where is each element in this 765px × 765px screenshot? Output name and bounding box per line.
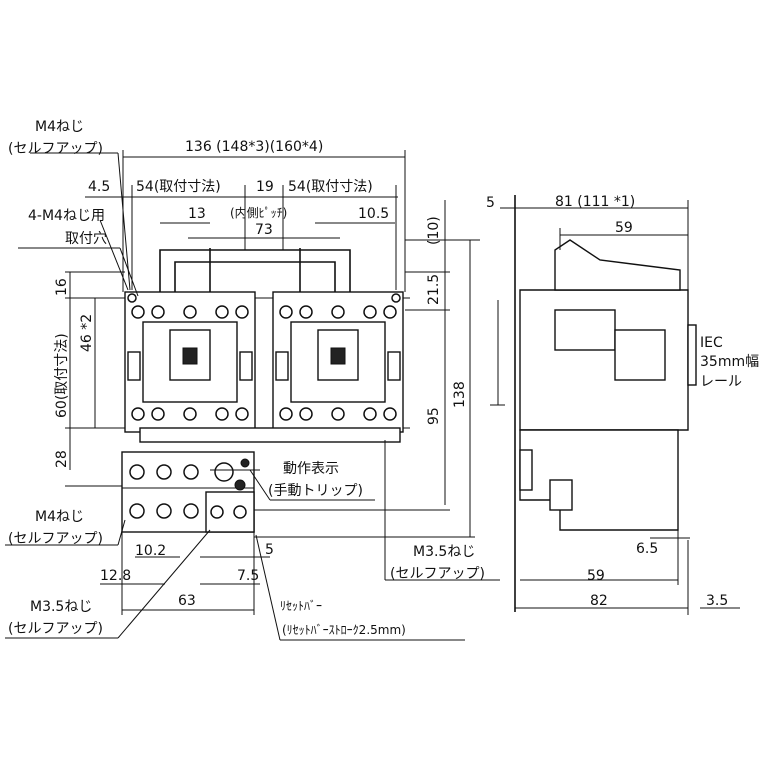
trip-indicator-note: (手動トリップ) [268, 483, 363, 499]
side-dim-5: 5 [486, 195, 495, 211]
m35-screw-left-note: (セルフアップ) [8, 621, 103, 637]
front-view [95, 248, 410, 533]
reset-bar-note: (ﾘｾｯﾄﾊﾞｰｽﾄﾛｰｸ2.5mm) [282, 623, 406, 637]
mount-height: 60(取付寸法) [54, 333, 70, 418]
m4-screw-bottom-label: M4ねじ [35, 509, 84, 525]
mount-pitch-left: 54(取付寸法) [136, 179, 221, 195]
dim-19: 19 [256, 179, 274, 195]
m4-screw-top-label: M4ねじ [35, 119, 84, 135]
m4-screw-top-note: (セルフアップ) [8, 141, 103, 157]
rail-label-3: レール [700, 374, 742, 390]
rail-label-1: IEC [700, 335, 723, 351]
side-dim-59-bottom: 59 [587, 568, 605, 584]
mount-pitch-right: 54(取付寸法) [288, 179, 373, 195]
trip-indicator-label: 動作表示 [283, 461, 339, 477]
dim-4-5: 4.5 [88, 179, 110, 195]
side-depth: 81 (111 *1) [555, 194, 635, 210]
mount-hole-label: 4-M4ねじ用 [28, 208, 105, 224]
dim-10-2: 10.2 [135, 543, 166, 559]
dim-28: 28 [54, 450, 70, 468]
reset-bar-label: ﾘｾｯﾄﾊﾞｰ [280, 599, 322, 613]
terminal-screws [127, 293, 401, 421]
side-dim-82: 82 [590, 593, 608, 609]
m35-screw-right-label: M3.5ねじ [413, 544, 475, 560]
dim-46: 46 *2 [79, 314, 95, 352]
overall-width: 136 (148*3)(160*4) [185, 139, 323, 155]
dial [214, 462, 234, 482]
dim-7-5: 7.5 [237, 568, 259, 584]
dim-5: 5 [265, 542, 274, 558]
side-view [490, 195, 740, 615]
m35-screw-right-note: (セルフアップ) [390, 566, 485, 582]
dim-138: 138 [452, 381, 468, 408]
m35-screw-left-label: M3.5ねじ [30, 599, 92, 615]
din-rail [687, 324, 697, 386]
side-dim-59-top: 59 [615, 220, 633, 236]
trip-indicator [240, 458, 250, 468]
dim-16: 16 [54, 278, 70, 296]
side-overload-relay [519, 429, 679, 531]
inner-pitch: (内側ﾋﾟｯﾁ) [230, 206, 287, 220]
mount-hole-note: 取付穴 [65, 231, 107, 247]
dim-12-8: 12.8 [100, 568, 131, 584]
front-dimensions [5, 150, 500, 641]
m4-screw-bottom-note: (セルフアップ) [8, 531, 103, 547]
reset-bar [234, 479, 246, 491]
labels: M4ねじ (セルフアップ) 136 (148*3)(160*4) 4.5 54(… [8, 119, 759, 637]
dim-73: 73 [255, 222, 273, 238]
dim-95: 95 [426, 407, 442, 425]
dim-21-5: 21.5 [426, 274, 442, 305]
side-dim-3-5: 3.5 [706, 593, 728, 609]
dim-13: 13 [188, 206, 206, 222]
dim-10-5: 10.5 [358, 206, 389, 222]
dim-10: (10) [426, 216, 442, 245]
rail-label-2: 35mm幅 [700, 354, 759, 370]
side-dim-6-5: 6.5 [636, 541, 658, 557]
dim-63: 63 [178, 593, 196, 609]
